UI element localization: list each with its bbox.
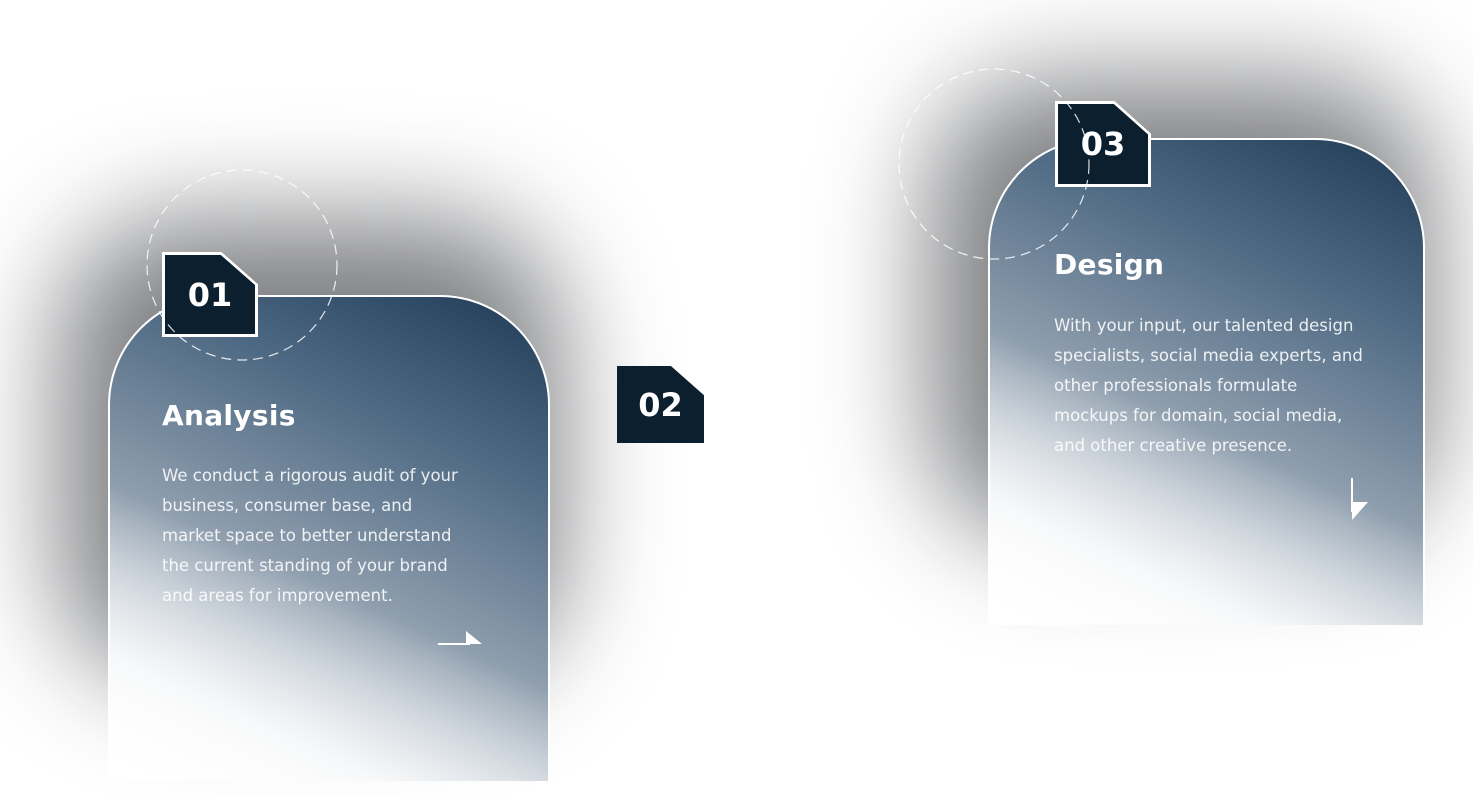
step-description: We conduct a rigorous audit of your busi…: [162, 466, 458, 605]
arrow-right-icon[interactable]: [436, 623, 486, 673]
arrow-down-icon[interactable]: [1344, 476, 1394, 526]
step-number-badge[interactable]: 02: [617, 366, 704, 443]
step-description: With your input, our talented design spe…: [1054, 316, 1363, 455]
step-title: Design: [1054, 248, 1165, 281]
step-card-analysis[interactable]: Analysis We conduct a rigorous audit of …: [108, 295, 550, 781]
step-title: Analysis: [162, 399, 296, 432]
step-card-design[interactable]: Design With your input, our talented des…: [988, 138, 1425, 625]
